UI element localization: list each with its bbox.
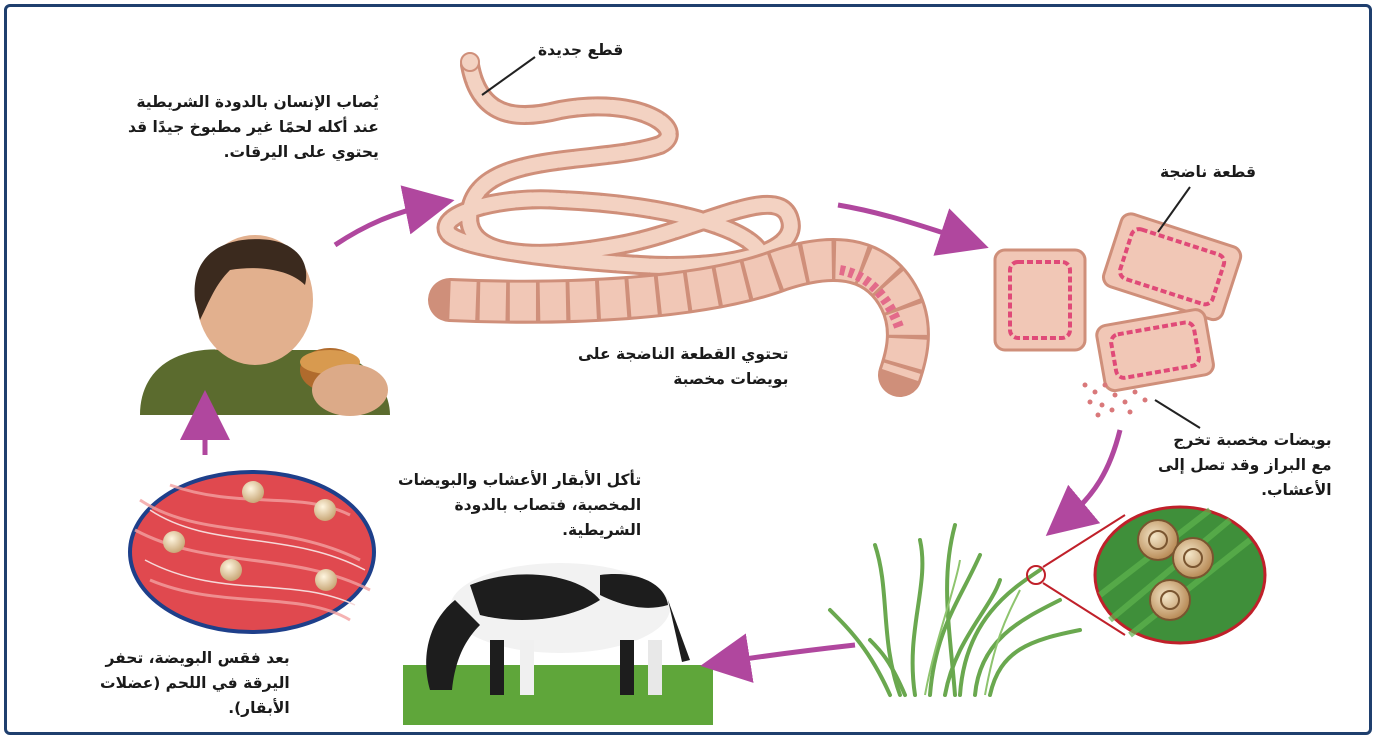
man-eating-burger xyxy=(140,235,390,416)
zoom-on-grass xyxy=(1027,507,1265,643)
label-cows-eat: تأكل الأبقار الأعشاب والبويضات المخصبة، … xyxy=(398,468,641,543)
label-larva-burrows: بعد فقس البويضة، تحفر اليرقة في اللحم (ع… xyxy=(100,646,290,721)
label-human-infection: يُصاب الإنسان بالدودة الشريطية عند أكله … xyxy=(128,90,379,165)
mature-segments xyxy=(995,211,1243,417)
label-mature-segment: قطعة ناضجة xyxy=(1160,160,1256,185)
label-new-segment: قطع جديدة xyxy=(538,38,623,63)
cow-grazing xyxy=(403,563,713,725)
grass-clump xyxy=(830,525,1080,695)
tapeworm xyxy=(447,53,908,375)
label-mature-contains-eggs: تحتوي القطعة الناضجة على بويضات مخصبة xyxy=(578,342,788,392)
label-eggs-exit: بويضات مخصبة تخرج مع البراز وقد تصل إلى … xyxy=(1158,428,1332,503)
muscle-with-cysts xyxy=(130,472,374,632)
